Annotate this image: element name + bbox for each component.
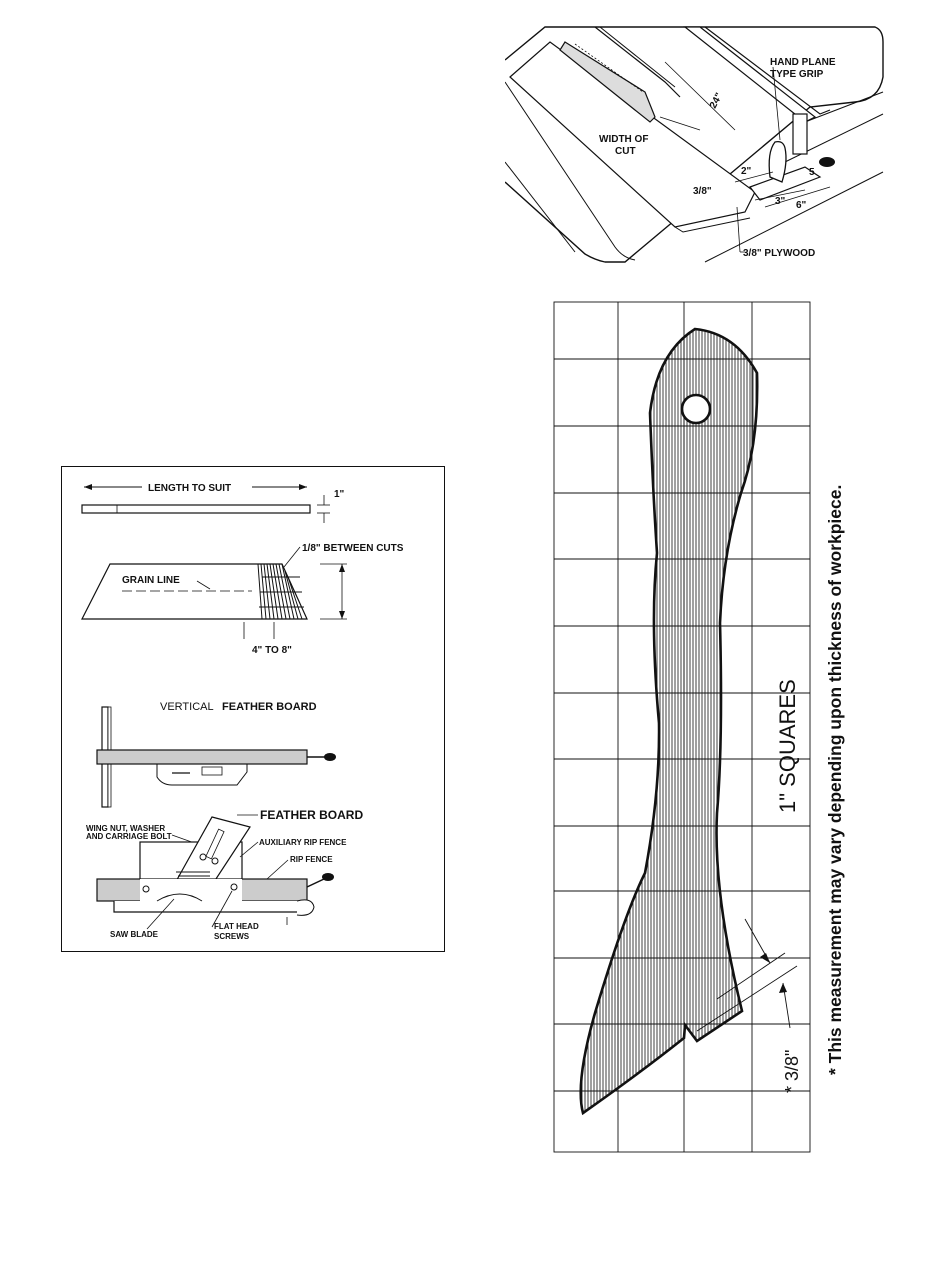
featherboard-drawing: LENGTH TO SUIT 1" GRAIN LINE 1/8" BETWEE… bbox=[81, 480, 404, 941]
table-base bbox=[113, 901, 308, 913]
saw-blade-arc bbox=[156, 893, 203, 902]
feather-cuts bbox=[257, 563, 304, 620]
dim-3-8-label: 3/8" bbox=[693, 186, 712, 197]
flat-head-label-line2: SCREWS bbox=[214, 932, 250, 941]
wing-nut-label-line2: AND CARRIAGE BOLT bbox=[86, 832, 172, 841]
vertical-title: FEATHER BOARD bbox=[222, 701, 317, 713]
featherboard-panel: LENGTH TO SUIT 1" GRAIN LINE 1/8" BETWEE… bbox=[61, 466, 445, 952]
thickness-1-label: 1" bbox=[334, 489, 345, 500]
range-4-8-label: 4" TO 8" bbox=[252, 645, 292, 656]
plywood-label: 3/8" PLYWOOD bbox=[743, 248, 815, 259]
rip-fence bbox=[683, 26, 817, 123]
flat-head-label-line1: FLAT HEAD bbox=[214, 922, 259, 931]
wing-nut-label-line1: WING NUT, WASHER bbox=[86, 824, 165, 833]
board-side-view bbox=[81, 504, 311, 514]
hand-grip-label-line1: HAND PLANE bbox=[770, 57, 836, 68]
push-block-base bbox=[749, 166, 822, 201]
vertical-prefix: VERTICAL bbox=[160, 701, 214, 713]
hand-grip bbox=[768, 140, 787, 183]
vertical-featherboard-body bbox=[96, 749, 308, 765]
width-of-cut-label-line1: WIDTH OF bbox=[599, 134, 648, 145]
footnote-container: * This measurement may vary depending up… bbox=[825, 485, 845, 1075]
measurement-footnote: * This measurement may vary depending up… bbox=[825, 485, 845, 1075]
dim-5-label: 5 bbox=[809, 167, 815, 178]
one-inch-squares-label: 1" SQUARES bbox=[775, 679, 800, 813]
push-stick-shape bbox=[579, 327, 759, 1116]
vertical-featherboard-title: VERTICAL FEATHER BOARD bbox=[160, 697, 317, 714]
hand-grip-label-line2: TYPE GRIP bbox=[770, 69, 824, 80]
push-stick-pattern: * 3/8" 1" SQUARES bbox=[553, 301, 811, 1153]
dim-3-label: 3" bbox=[775, 196, 786, 207]
aux-rip-fence-label: AUXILIARY RIP FENCE bbox=[259, 838, 347, 847]
between-cuts-label: 1/8" BETWEEN CUTS bbox=[302, 543, 404, 554]
workpiece-board bbox=[509, 41, 756, 228]
measure-3-8-label: * 3/8" bbox=[782, 1050, 802, 1093]
dim-6-label: 6" bbox=[796, 200, 807, 211]
width-of-cut-label-line2: CUT bbox=[615, 146, 636, 157]
featherboard-top-view bbox=[81, 563, 308, 620]
length-24-label: 24" bbox=[708, 91, 725, 110]
dim-2-label: 2" bbox=[741, 166, 752, 177]
featherboard-title: FEATHER BOARD bbox=[260, 808, 363, 822]
hanging-hole bbox=[680, 393, 712, 425]
push-block-diagram: HAND PLANE TYPE GRIP 24" WIDTH OF CUT 3/… bbox=[505, 26, 884, 263]
rip-fence-label: RIP FENCE bbox=[290, 855, 333, 864]
grain-line-label: GRAIN LINE bbox=[122, 575, 180, 586]
saw-blade-label: SAW BLADE bbox=[110, 930, 159, 939]
length-to-suit-label: LENGTH TO SUIT bbox=[148, 483, 231, 494]
